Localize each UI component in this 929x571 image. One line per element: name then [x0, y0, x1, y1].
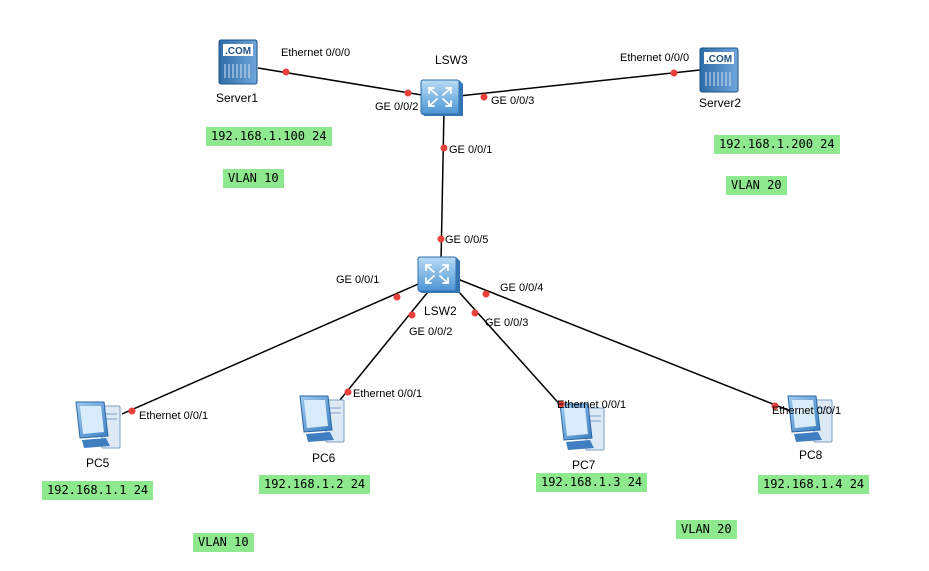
- lsw2-port-g4-label: GE 0/0/4: [500, 282, 543, 294]
- port-dot: [128, 407, 136, 415]
- server1-name: Server1: [216, 91, 258, 105]
- lsw3-port-g3-label: GE 0/0/3: [491, 95, 534, 107]
- pc-icon: [299, 395, 345, 443]
- vlan-label-bottom-right: VLAN 20: [676, 520, 737, 539]
- pc7-port-label: Ethernet 0/0/1: [557, 399, 626, 411]
- vlan-label-top-right: VLAN 20: [726, 176, 787, 195]
- link-lsw2-pc8: [454, 277, 794, 413]
- port-dot: [282, 68, 290, 76]
- vlan-label-top-left: VLAN 10: [223, 169, 284, 188]
- link-lsw2-pc6: [339, 281, 437, 401]
- port-dot: [440, 144, 448, 152]
- pc6-name: PC6: [312, 451, 336, 465]
- lsw2-port-g3-label: GE 0/0/3: [485, 317, 528, 329]
- lsw3-port-g1-label: GE 0/0/1: [449, 144, 492, 156]
- pc-icon: [75, 401, 121, 449]
- pc-icon: [787, 395, 833, 443]
- pc5-ip-label: 192.168.1.1 24: [42, 481, 154, 500]
- server2-ip-label: 192.168.1.200 24: [714, 135, 840, 154]
- pc5[interactable]: [75, 401, 121, 449]
- pc8-port-label: Ethernet 0/0/1: [772, 405, 841, 417]
- pc7-ip-label: 192.168.1.3 24: [536, 473, 648, 492]
- pc6-ip-label: 192.168.1.2 24: [259, 475, 371, 494]
- port-dots: [128, 68, 779, 415]
- switch-lsw3[interactable]: [420, 79, 464, 117]
- link-lsw2-pc5: [121, 277, 433, 415]
- switch-lsw2[interactable]: [417, 256, 461, 294]
- vlan-label-bottom-left: VLAN 10: [193, 533, 254, 552]
- lsw2-port-g5-label: GE 0/0/5: [445, 234, 488, 246]
- pc8-name: PC8: [799, 448, 823, 462]
- port-dot: [393, 293, 401, 301]
- server2[interactable]: .COM: [699, 47, 739, 93]
- port-dot: [404, 89, 412, 97]
- lsw2-port-g1-label: GE 0/0/1: [336, 274, 379, 286]
- pc8-ip-label: 192.168.1.4 24: [758, 475, 870, 494]
- lsw3-port-g2-label: GE 0/0/2: [375, 101, 418, 113]
- port-dot: [557, 400, 565, 408]
- server1[interactable]: .COM: [218, 39, 258, 85]
- server-icon-text: .COM: [225, 46, 251, 57]
- pc6[interactable]: [299, 395, 345, 443]
- switch-icon: [417, 256, 461, 294]
- lsw2-port-g2-label: GE 0/0/2: [409, 326, 452, 338]
- server1-port-label: Ethernet 0/0/0: [281, 47, 350, 59]
- pc5-port-label: Ethernet 0/0/1: [139, 410, 208, 422]
- server2-port-label: Ethernet 0/0/0: [620, 52, 689, 64]
- port-dot: [437, 235, 445, 243]
- server1-ip-label: 192.168.1.100 24: [206, 127, 332, 146]
- link-lsw3-server2: [439, 69, 701, 99]
- port-dot: [771, 402, 779, 410]
- switch-icon: [420, 79, 464, 117]
- server-icon-text: .COM: [706, 54, 732, 65]
- port-dot: [344, 388, 352, 396]
- port-dot: [471, 309, 479, 317]
- port-dot: [408, 311, 416, 319]
- pc6-port-label: Ethernet 0/0/1: [353, 388, 422, 400]
- pc5-name: PC5: [86, 456, 110, 470]
- pc8[interactable]: [787, 395, 833, 443]
- port-dot: [482, 290, 490, 298]
- server2-name: Server2: [699, 96, 741, 110]
- port-dot: [670, 69, 678, 77]
- lsw3-name: LSW3: [435, 53, 468, 67]
- port-dot: [480, 93, 488, 101]
- lsw2-name: LSW2: [424, 304, 457, 318]
- pc7-name: PC7: [572, 458, 596, 472]
- link-lsw2-pc7: [449, 281, 564, 409]
